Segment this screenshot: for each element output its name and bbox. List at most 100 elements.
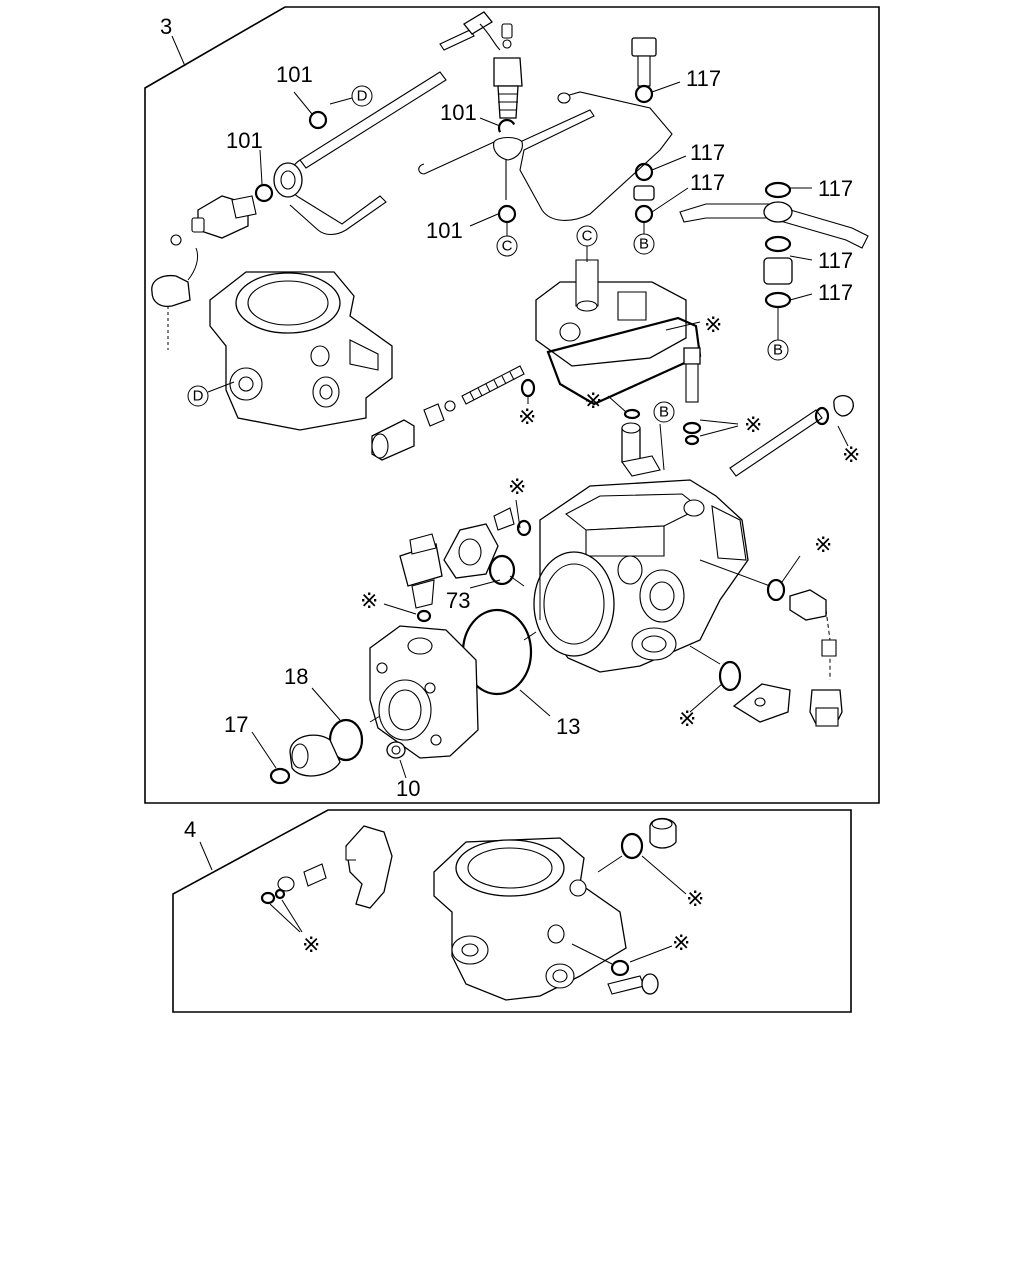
injection-pipe-center — [418, 91, 673, 221]
leader-4-a1 — [269, 903, 301, 933]
callout-117-lower: 117 — [690, 170, 725, 195]
callout-101-left: 101 — [226, 128, 263, 153]
callout-13: 13 — [556, 714, 580, 739]
callout-117-right-b: 117 — [818, 248, 853, 273]
washer-101-d — [497, 204, 517, 224]
ref-circle-d-left: D — [187, 381, 235, 407]
callout-117-right-c: 117 — [818, 280, 853, 305]
o-ring-solenoid — [416, 609, 432, 623]
o-ring-4-top — [620, 832, 644, 860]
ref-circle-b-center: B — [653, 401, 675, 423]
callout-117-top: 117 — [686, 66, 721, 91]
asterisk-4-left: ※ — [302, 932, 320, 957]
o-ring-center — [623, 408, 641, 420]
callout-117-mid: 117 — [690, 140, 725, 165]
callout-101-center: 101 — [440, 100, 477, 125]
asterisk-cover-gasket: ※ — [704, 312, 722, 337]
washer-117-a — [634, 84, 654, 104]
svg-text:B: B — [773, 342, 783, 359]
governor-spring-assembly — [371, 365, 536, 461]
return-pipe-right — [679, 201, 869, 249]
asterisk-solenoid: ※ — [360, 588, 378, 613]
washer-101-a — [254, 183, 274, 203]
leader-4-a2 — [281, 899, 303, 933]
lever-bracket-4 — [260, 825, 393, 909]
o-ring-b1 — [682, 421, 702, 435]
washer-117-d — [764, 181, 792, 199]
asterisks-3: ※ ※ ※ ※ ※ ※ ※ ※ ※ — [360, 312, 860, 731]
pump-housing-upper-left — [209, 271, 393, 431]
delivery-plug-17 — [269, 734, 341, 785]
asterisk-cover-right: ※ — [678, 706, 696, 731]
solenoid-mid — [399, 533, 443, 609]
svg-text:B: B — [639, 236, 649, 253]
asterisk-sensor: ※ — [814, 532, 832, 557]
leader-4-b — [597, 855, 623, 873]
svg-text:C: C — [502, 238, 513, 255]
washer-117-f — [764, 291, 792, 309]
callout-10: 10 — [396, 776, 420, 801]
ref-circle-b-banjo: B — [633, 222, 655, 255]
svg-text:B: B — [659, 404, 669, 421]
small-screw-left — [493, 507, 532, 537]
plug-4-top — [649, 817, 677, 849]
group-4-label: 4 — [184, 817, 196, 842]
svg-text:D: D — [357, 88, 368, 105]
asterisk-b-rings: ※ — [744, 412, 762, 437]
drive-shaft — [729, 394, 854, 477]
asterisk-shaft: ※ — [842, 442, 860, 467]
leader-4-d — [571, 943, 613, 965]
screw-vertical-right — [683, 347, 701, 403]
leader-lines-3 — [251, 81, 849, 779]
asterisk-oring-center: ※ — [584, 388, 602, 413]
callout-73: 73 — [446, 588, 470, 613]
plug-10 — [386, 741, 406, 759]
ref-circle-c-lower: C — [496, 222, 518, 257]
washer-101-b — [308, 110, 328, 130]
pin-vertical — [621, 422, 661, 477]
injection-pipe-left — [273, 71, 447, 236]
callout-117-right-a: 117 — [818, 176, 853, 201]
group-3-frame — [144, 6, 880, 804]
group-4-frame — [172, 809, 852, 1013]
washer-117-b — [634, 162, 654, 182]
bolt-4-lower — [607, 973, 659, 995]
pump-housing-4 — [433, 837, 627, 1001]
group-3-label: 3 — [160, 14, 172, 39]
o-ring-right — [766, 578, 786, 602]
asterisk-small-screw: ※ — [508, 474, 526, 499]
ref-circle-d-top: D — [329, 85, 373, 107]
leader-4-e — [629, 945, 673, 963]
o-ring-73 — [488, 554, 516, 586]
head-block-lower — [369, 625, 479, 759]
banjo-bolt — [631, 37, 657, 87]
ref-circle-b-right: B — [767, 308, 789, 361]
asterisk-4-top: ※ — [686, 886, 704, 911]
callout-17: 17 — [224, 712, 248, 737]
washer-117-e — [764, 235, 792, 253]
callout-101-top: 101 — [276, 62, 313, 87]
group-3-leader — [171, 35, 186, 67]
callout-18: 18 — [284, 664, 308, 689]
leader-4-c — [641, 855, 687, 895]
flange-plate — [443, 523, 499, 579]
svg-text:C: C — [582, 228, 593, 245]
o-ring-lower-right — [718, 660, 742, 692]
ref-circle-c-cover: C — [576, 225, 598, 262]
asterisk-4-lower: ※ — [672, 930, 690, 955]
group-4-leader — [199, 841, 213, 871]
o-ring-b2 — [684, 434, 700, 446]
solenoid-valve-left — [151, 195, 257, 350]
callout-101-lower: 101 — [426, 218, 463, 243]
spacer-117-b — [763, 257, 793, 285]
washer-117-c — [634, 204, 654, 224]
spacer-117 — [633, 185, 655, 201]
glow-sensor-top — [439, 11, 513, 51]
pump-body-main — [533, 479, 749, 673]
delivery-valve — [493, 57, 523, 119]
asterisk-spring: ※ — [518, 404, 536, 429]
cover-plate-right — [732, 683, 791, 723]
o-ring-4-lower — [610, 959, 630, 977]
svg-text:D: D — [193, 388, 204, 405]
